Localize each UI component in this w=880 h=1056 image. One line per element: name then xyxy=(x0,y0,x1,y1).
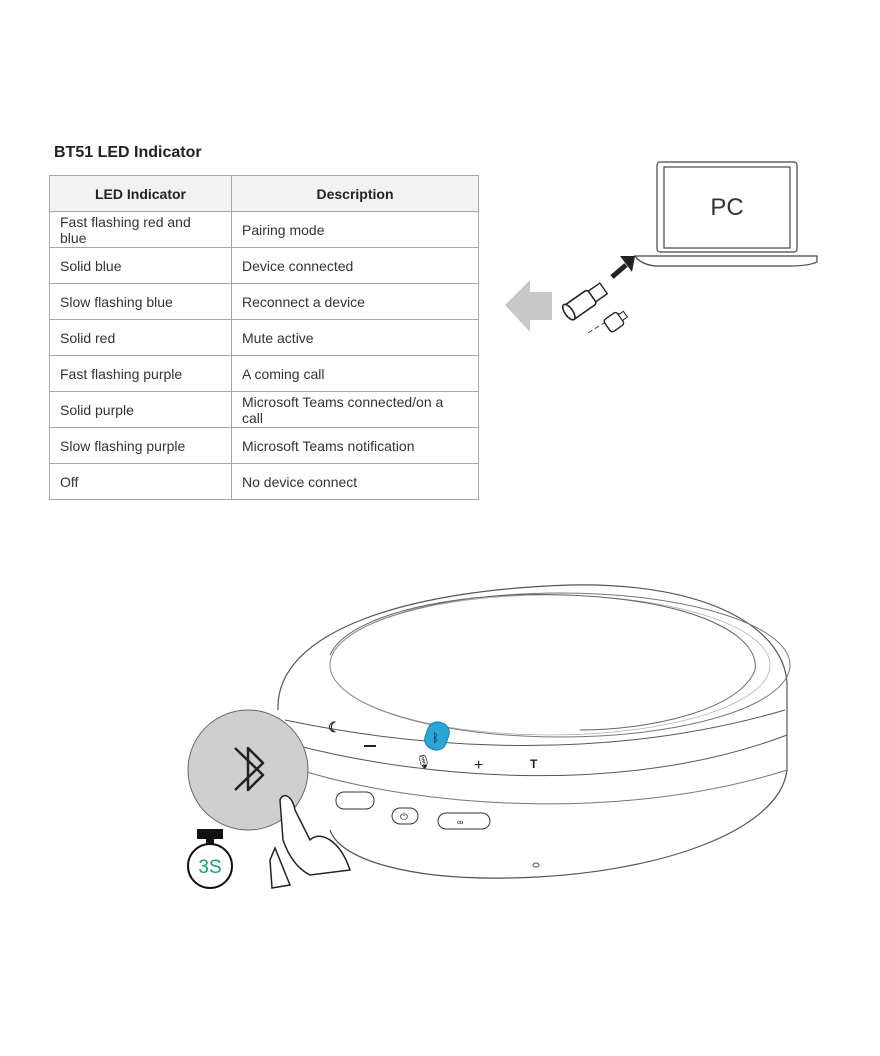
call-icon: ☾ xyxy=(328,719,341,735)
description-cell: Microsoft Teams notification xyxy=(231,427,479,464)
description-cell: Pairing mode xyxy=(231,211,479,248)
bluetooth-side-button xyxy=(335,791,375,810)
description-cell: No device connect xyxy=(231,463,479,500)
led-indicator-cell: Fast flashing red and blue xyxy=(49,211,232,248)
usb-c-adapter-icon xyxy=(603,310,629,333)
description-cell: Microsoft Teams connected/on a call xyxy=(231,391,479,428)
led-indicator-cell: Slow flashing purple xyxy=(49,427,232,464)
column-header-description: Description xyxy=(231,175,479,212)
power-button xyxy=(391,807,419,825)
led-indicator-cell: Off xyxy=(49,463,232,500)
svg-text:⏻: ⏻ xyxy=(400,812,408,823)
page-title: BT51 LED Indicator xyxy=(54,144,202,161)
led-indicator-table: LED Indicator Description Fast flashing … xyxy=(49,175,479,500)
pc-label: PC xyxy=(710,194,743,221)
description-cell: A coming call xyxy=(231,355,479,392)
mute-icon: 🎙 xyxy=(415,754,432,769)
led-indicator-cell: Solid red xyxy=(49,319,232,356)
volume-up-icon: + xyxy=(474,757,483,774)
timer-label: 3S xyxy=(198,857,221,878)
speakerphone-illustration: ☾ ᛒ 🎙 + T ⏻ ∞ 3S xyxy=(187,584,791,889)
table-header-row: LED Indicator Description xyxy=(49,175,479,212)
column-header-led: LED Indicator xyxy=(49,175,232,212)
led-indicator-cell: Slow flashing blue xyxy=(49,283,232,320)
left-arrow-icon xyxy=(505,280,552,332)
led-indicator-cell: Solid blue xyxy=(49,247,232,284)
plug-in-arrow-icon xyxy=(610,256,635,279)
pc-dongle-illustration: PC xyxy=(505,161,818,334)
usb-dongle-icon xyxy=(561,282,609,321)
led-indicator-cell: Fast flashing purple xyxy=(49,355,232,392)
led-indicator-cell: Solid purple xyxy=(49,391,232,428)
hand-icon xyxy=(269,794,352,889)
svg-text:∞: ∞ xyxy=(457,817,463,827)
description-cell: Reconnect a device xyxy=(231,283,479,320)
description-cell: Mute active xyxy=(231,319,479,356)
teams-icon: T xyxy=(530,757,538,771)
description-cell: Device connected xyxy=(231,247,479,284)
timer-icon: 3S xyxy=(187,829,233,889)
bluetooth-icon xyxy=(234,746,265,792)
bluetooth-led-button xyxy=(424,721,450,751)
link-button xyxy=(437,812,491,830)
svg-text:ᛒ: ᛒ xyxy=(432,731,439,745)
